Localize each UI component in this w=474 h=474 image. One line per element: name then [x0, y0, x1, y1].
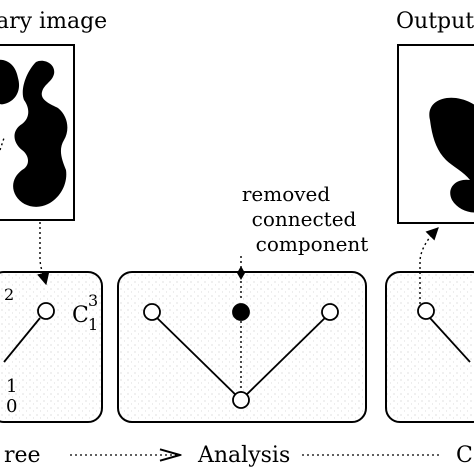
binary-image-blobs: [0, 59, 68, 207]
component-label-c: C: [72, 303, 89, 328]
left-tree-node: [37, 302, 55, 320]
component-label-subscript: 1: [88, 315, 98, 334]
stage-label-tree: ree: [4, 443, 41, 468]
tree-panel-right: [385, 271, 474, 423]
analysis-node-removed: [232, 303, 250, 321]
right-tree-node: [417, 302, 435, 320]
left-partial-superscript: 2: [4, 285, 14, 304]
binary-image-title: ary image: [0, 9, 107, 34]
left-partial-label-1: 1: [6, 376, 17, 397]
analysis-node-right: [321, 303, 339, 321]
output-image-title: Output i: [396, 9, 474, 34]
removed-label-line1: removed: [242, 182, 331, 206]
right-tree-edge: [429, 317, 471, 363]
stage-label-right: C: [456, 443, 473, 468]
removed-label-line2: connected: [252, 207, 357, 231]
removed-component-diamond: [237, 266, 245, 280]
binary-to-tree-arrow: [37, 222, 50, 286]
component-label-superscript: 3: [88, 291, 98, 310]
left-tree-edge: [3, 317, 41, 363]
analysis-node-left: [143, 303, 161, 321]
analysis-node-root: [232, 391, 250, 409]
output-image-blob: [429, 97, 474, 213]
removed-label-line3: component: [256, 232, 369, 256]
tree-to-output-arrow: [419, 227, 439, 304]
left-partial-label-0: 0: [6, 396, 17, 417]
stage-label-analysis: Analysis: [197, 443, 290, 468]
analysis-edge-right: [240, 312, 331, 401]
binary-dotted-pointer: [0, 137, 5, 151]
analysis-edge-left: [151, 312, 242, 401]
